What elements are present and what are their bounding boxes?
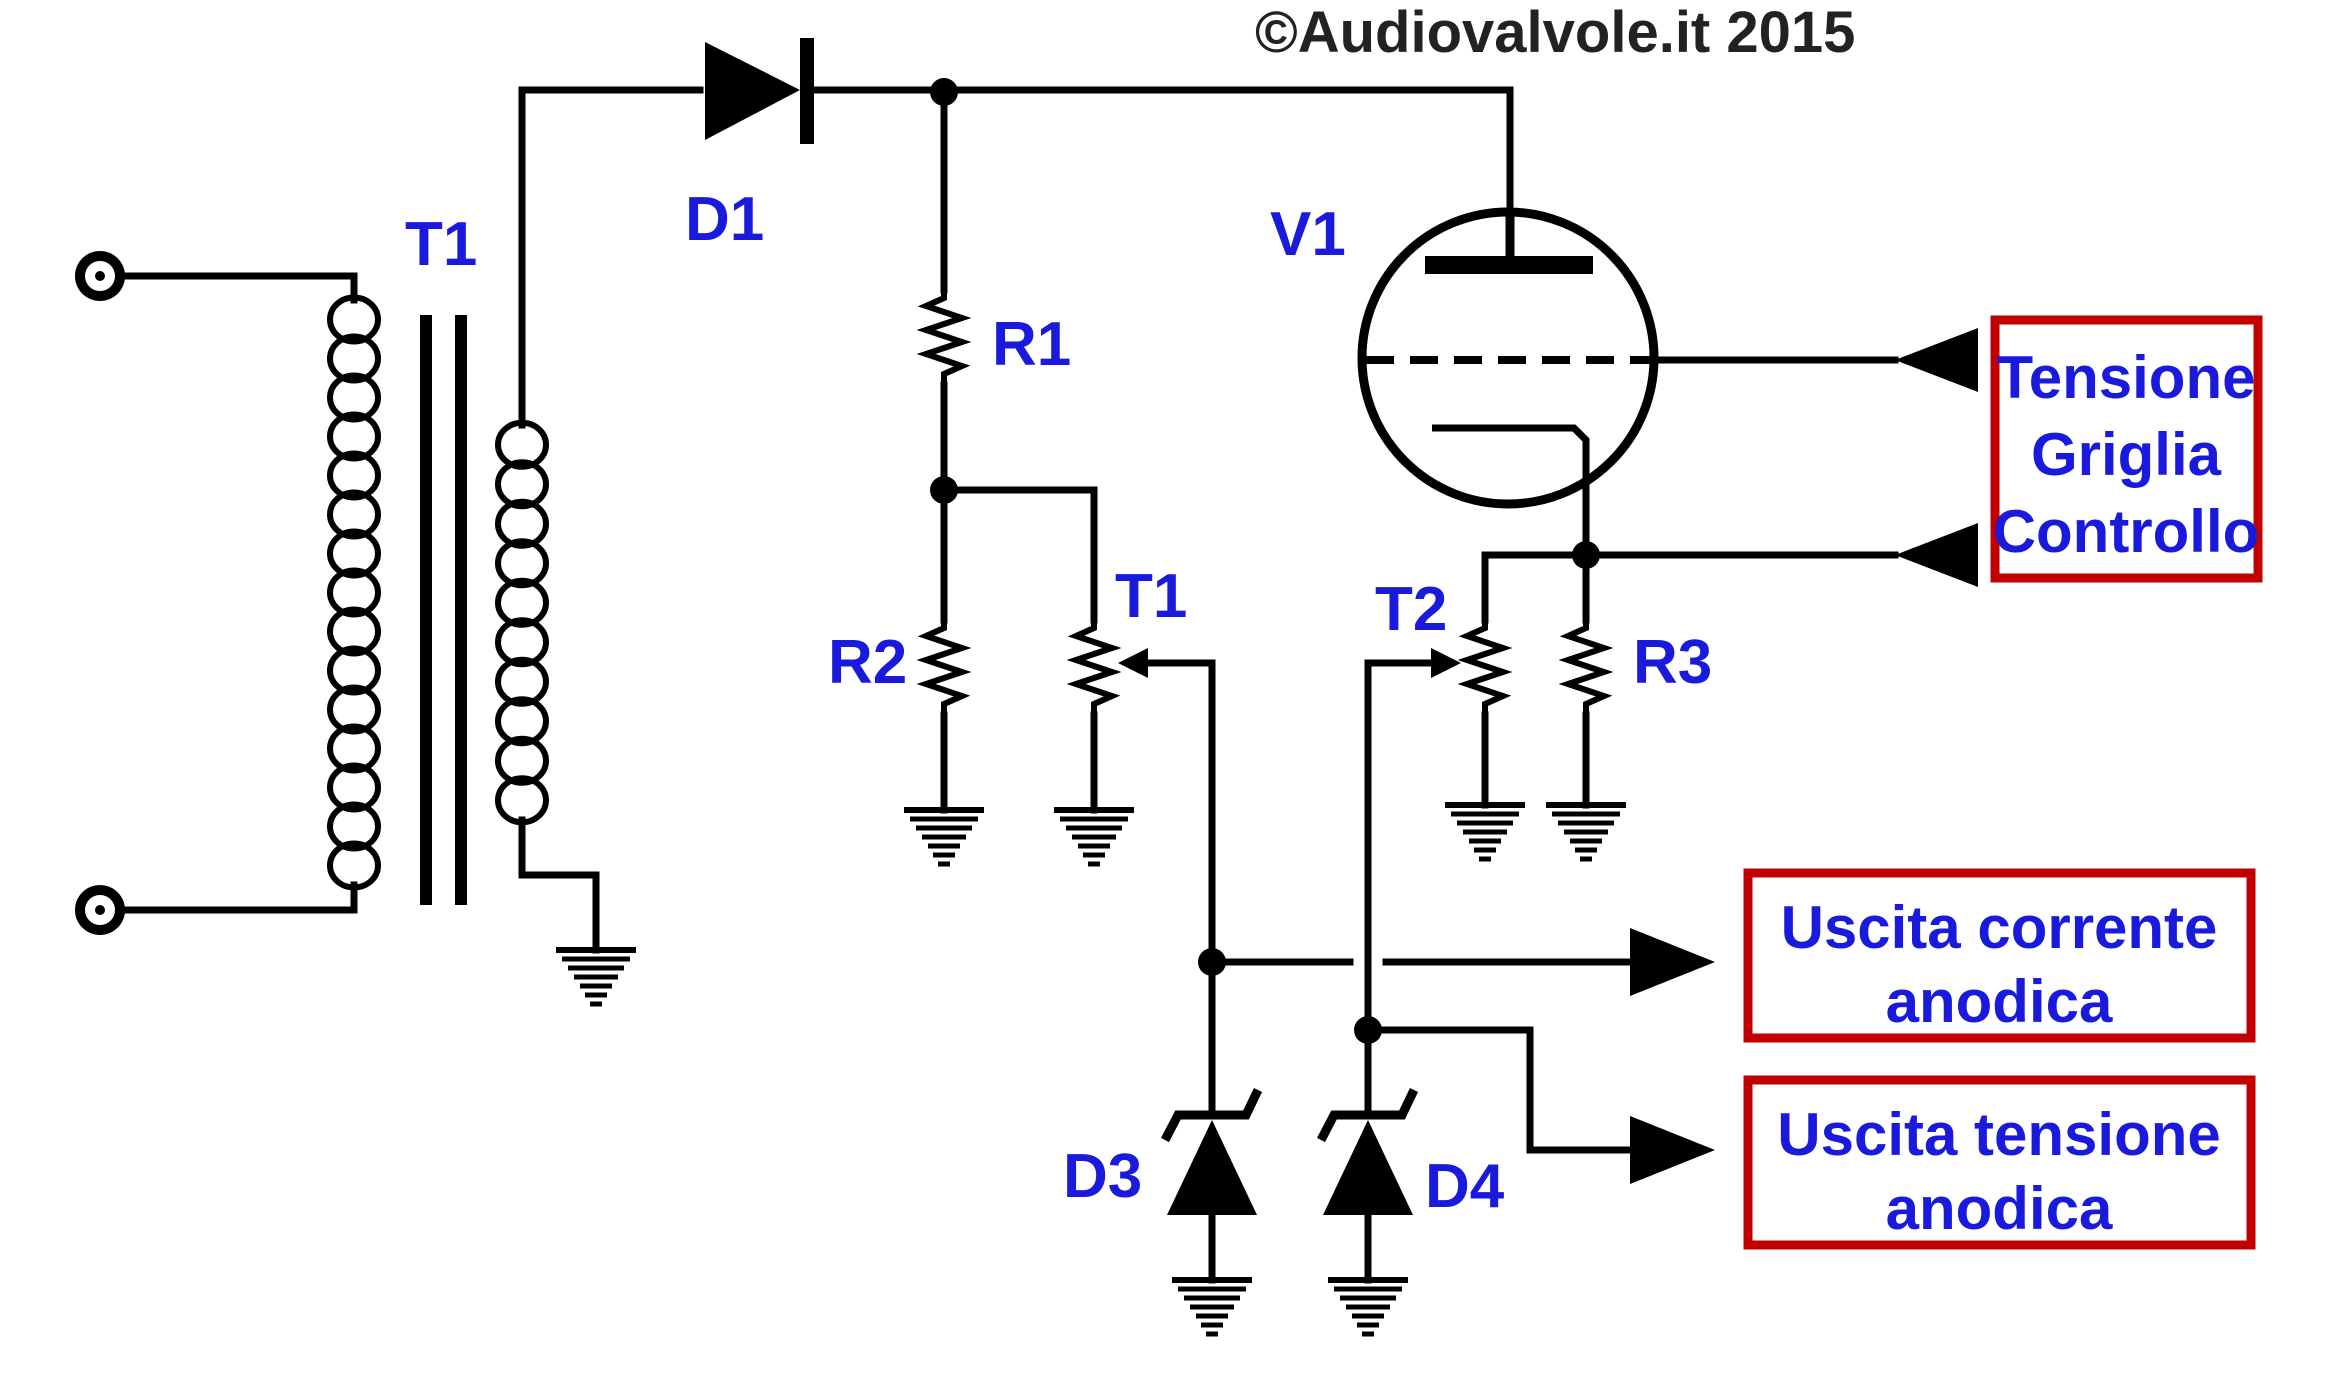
primary-wire (116, 272, 358, 304)
coil-turn (495, 577, 549, 628)
input-terminal-bottom (75, 885, 125, 935)
coil-turn (327, 723, 381, 774)
current-output-box: Uscita corrente anodica (1743, 868, 2256, 1043)
coil-turn (495, 459, 549, 510)
ground-symbol (1328, 1280, 1408, 1334)
copyright-text: ©Audiovalvole.it 2015 (1255, 0, 1855, 65)
trimmer-t1 (1066, 620, 1122, 715)
wire (940, 486, 1098, 624)
wire (1144, 659, 1216, 966)
tube-v1-label: V1 (1270, 200, 1346, 269)
resistor-r2-label: R2 (828, 628, 907, 697)
resistor-r1 (916, 290, 972, 385)
ground-symbol (904, 810, 984, 864)
resistor-r3-label: R3 (1633, 628, 1712, 697)
secondary-wire-bottom (518, 816, 600, 954)
coil-turn (495, 735, 549, 786)
plate-supply-wire (940, 86, 1514, 214)
wire (1364, 659, 1435, 1034)
trimmer-t2-label: T2 (1375, 575, 1447, 644)
grid-voltage-box: Tensione Griglia Controllo (1990, 315, 2263, 583)
resistor-r1-label: R1 (992, 310, 1071, 379)
transformer-primary-winding (327, 294, 381, 891)
ground-symbol (1445, 805, 1525, 859)
voltage-output-wire (1364, 1026, 1634, 1154)
coil-turn (327, 294, 381, 345)
coil-turn (327, 645, 381, 696)
coil-turn (495, 498, 549, 549)
ground-symbol (1172, 1280, 1252, 1334)
coil-turn (327, 450, 381, 501)
coil-turn (327, 840, 381, 891)
grid-box-line-2: Griglia (2031, 421, 2222, 488)
voltage-box-line-2: anodica (1886, 1175, 2113, 1242)
vacuum-tube-v1 (1357, 207, 1659, 509)
resistor-r3 (1558, 620, 1614, 715)
diode-d1-label: D1 (685, 185, 764, 254)
resistor-r2 (916, 620, 972, 715)
coil-turn (327, 528, 381, 579)
wire (1481, 551, 1590, 624)
diode-d1 (705, 38, 814, 144)
zener-d4-label: D4 (1425, 1152, 1505, 1221)
coil-turn (327, 411, 381, 462)
grid-box-line-1: Tensione (1997, 344, 2256, 411)
coil-turn (327, 762, 381, 813)
zener-diode-d4 (1317, 1088, 1419, 1215)
coil-turn (495, 538, 549, 589)
input-terminal-top (75, 251, 125, 301)
transformer-core-right (455, 315, 467, 905)
ground-symbol (1054, 810, 1134, 864)
zener-diode-d3 (1161, 1088, 1263, 1215)
coil-turn (495, 696, 549, 747)
voltage-box-line-1: Uscita tensione (1777, 1101, 2220, 1168)
coil-turn (327, 372, 381, 423)
ground-symbol (556, 950, 636, 1004)
grid-input-arrow (1895, 328, 1978, 392)
current-box-line-1: Uscita corrente (1781, 894, 2218, 961)
grid-box-line-3: Controllo (1993, 498, 2260, 565)
trimmer-t1-wiper-arrow (1118, 648, 1148, 678)
coil-turn (495, 617, 549, 668)
voltage-output-arrow (1630, 1116, 1715, 1184)
current-box-line-2: anodica (1886, 968, 2113, 1035)
coil-turn (327, 489, 381, 540)
trimmer-t2 (1457, 620, 1513, 715)
coil-turn (327, 684, 381, 735)
transformer-core-left (420, 315, 432, 905)
voltage-output-box: Uscita tensione anodica (1743, 1075, 2256, 1250)
trimmer-t2-wiper-arrow (1431, 648, 1461, 678)
primary-wire-bottom (116, 881, 358, 914)
current-output-arrow (1630, 928, 1715, 996)
coil-turn (327, 567, 381, 618)
secondary-wire-top (518, 86, 704, 429)
trimmer-t1-label: T1 (1115, 562, 1187, 631)
coil-turn (327, 606, 381, 657)
transformer-label: T1 (405, 210, 477, 279)
coil-turn (327, 801, 381, 852)
transformer-secondary-winding (495, 419, 549, 826)
ground-symbol (1546, 805, 1626, 859)
coil-turn (327, 333, 381, 384)
cathode-input-arrow (1895, 523, 1978, 587)
coil-turn (495, 656, 549, 707)
zener-d3-label: D3 (1063, 1142, 1142, 1211)
